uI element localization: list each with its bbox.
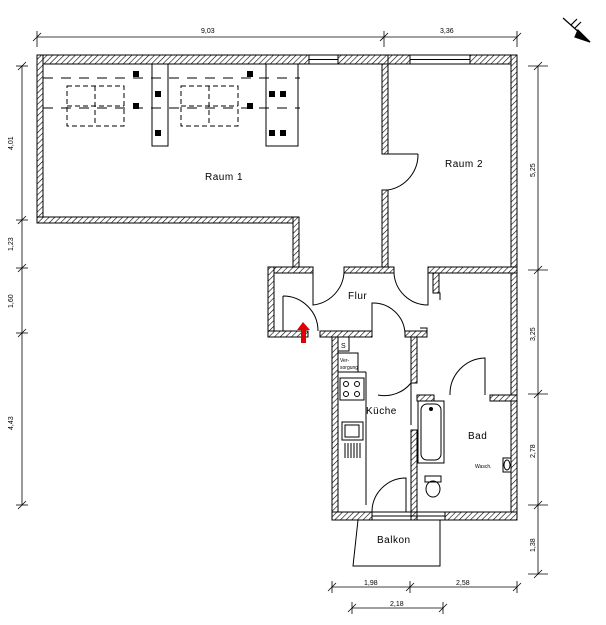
door-bad-hall	[377, 382, 412, 425]
s-label: S	[341, 343, 346, 350]
door-kueche	[371, 302, 406, 335]
dim-right-4: 1,38	[530, 538, 537, 552]
wash-basin-icon	[502, 457, 512, 473]
dim-top-right: 3,36	[440, 28, 454, 35]
dim-bottom-2: 2,58	[456, 580, 470, 587]
wall-divider-kueche-bottom	[410, 429, 418, 521]
dim-left-3: 1,60	[8, 294, 15, 308]
flur-niche	[433, 292, 441, 300]
room-labels: Raum 1 Raum 2 Flur Küche Bad Balkon	[205, 159, 487, 546]
dim-top-left: 9,03	[201, 28, 215, 35]
wall-bad-top-left	[416, 394, 435, 402]
windows	[308, 54, 471, 521]
door-flur-raum2	[393, 272, 429, 306]
north-arrow-icon	[562, 17, 591, 43]
wall-divider-lower	[381, 189, 389, 268]
flur-niche-2	[420, 327, 428, 335]
room-label-kueche: Küche	[366, 406, 397, 417]
kueche-fixtures	[337, 336, 367, 505]
room-label-balkon: Balkon	[377, 535, 411, 546]
wall-bad-top-right	[489, 394, 518, 402]
fixture-labels: S Ver- sorgung Wasch.	[340, 343, 491, 470]
dim-left-2: 1,23	[8, 237, 15, 251]
dim-left-1: 4,01	[8, 136, 15, 150]
dim-right-1: 5,25	[530, 163, 537, 177]
versorgung-label-2: sorgung	[340, 365, 358, 371]
wasch-label: Wasch.	[475, 464, 491, 470]
dim-bottom-1: 1,98	[364, 580, 378, 587]
wall-flur-bottom-right	[404, 330, 428, 338]
column-left	[151, 63, 169, 147]
door-raum1-flur	[312, 270, 345, 306]
wall-flur-right-stub	[432, 272, 440, 294]
dim-right-3: 2,78	[530, 444, 537, 458]
wall-kueche-left	[331, 336, 339, 521]
raum1-outlets	[133, 71, 286, 136]
wall-bottom-left	[331, 511, 373, 521]
wall-divider-upper	[381, 63, 389, 155]
balkon	[352, 519, 441, 567]
wall-flur-bottom-mid	[319, 330, 373, 338]
wall-top-raum1	[36, 54, 310, 65]
room-label-bad: Bad	[468, 431, 487, 442]
room-label-flur: Flur	[348, 291, 367, 302]
walls	[36, 54, 518, 521]
entrance-arrow-icon	[297, 322, 310, 343]
wall-step-raum1	[292, 216, 300, 268]
wall-top-raum2-right	[469, 54, 518, 65]
bathtub-icon	[417, 400, 445, 464]
wall-flur-top-mid	[343, 266, 395, 274]
door-balkon	[371, 477, 407, 513]
stove-icon	[339, 377, 365, 401]
toilet-icon	[425, 480, 441, 498]
sink-icon	[341, 421, 364, 441]
wall-top-mid	[337, 54, 389, 65]
dim-right-2: 3,25	[530, 327, 537, 341]
dim-left-4: 4,43	[8, 416, 15, 430]
wall-right-outer	[510, 54, 518, 521]
wall-flur-left	[267, 266, 275, 338]
wall-divider-kueche-top	[410, 336, 418, 384]
door-entrance	[282, 295, 319, 332]
wall-top-raum2-left	[387, 54, 411, 65]
wall-flur-top-right	[427, 266, 518, 274]
wall-bottom-raum1	[36, 216, 300, 224]
dim-bottom-3: 2,18	[390, 601, 404, 608]
balkon-outline	[352, 519, 441, 567]
wall-flur-top-left	[267, 266, 314, 274]
toilet-tank	[424, 475, 442, 483]
wall-bottom-right	[444, 511, 518, 521]
room-label-raum2: Raum 2	[445, 159, 483, 170]
dimension-lines	[16, 31, 548, 614]
wall-left-raum1	[36, 54, 44, 224]
room-label-raum1: Raum 1	[205, 172, 243, 183]
doors	[282, 153, 486, 513]
door-raum2	[387, 153, 419, 191]
wall-flur-bottom-left	[267, 330, 309, 338]
s-box	[337, 336, 350, 352]
column-right	[265, 63, 299, 147]
raum1-ceiling-fixtures	[43, 63, 300, 147]
bad-fixtures	[417, 400, 512, 498]
dimension-labels: 9,03 3,36 4,01 1,23 1,60 4,43 5,25 3,25 …	[8, 28, 537, 608]
versorgung-label-1: Ver-	[340, 358, 350, 364]
door-right-room	[449, 357, 486, 396]
